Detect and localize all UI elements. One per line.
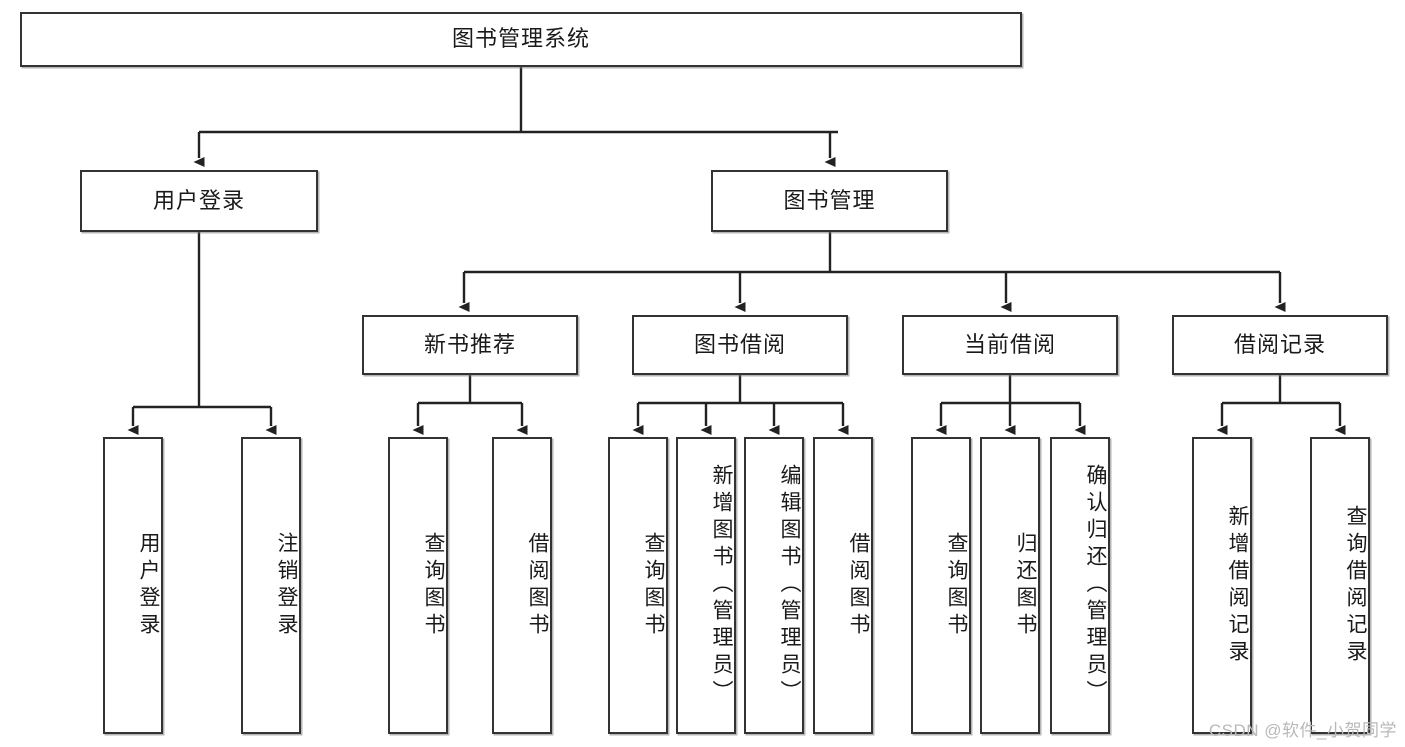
node-new-book-recommend[interactable]: 新书推荐 bbox=[362, 315, 578, 375]
node-label: 借阅记录 bbox=[1233, 331, 1326, 357]
leaf-query-book-borrow[interactable]: 查询图书 bbox=[608, 437, 668, 734]
node-current-borrow[interactable]: 当前借阅 bbox=[902, 315, 1118, 375]
node-label: 归还图书 bbox=[1014, 531, 1037, 640]
node-label: 用户登录 bbox=[152, 187, 245, 213]
node-label: 确认归还（管理员） bbox=[1084, 464, 1107, 707]
node-label: 查询图书 bbox=[642, 531, 665, 640]
node-label: 查询借阅记录 bbox=[1344, 504, 1367, 667]
node-borrow-record[interactable]: 借阅记录 bbox=[1172, 315, 1388, 375]
leaf-add-borrow-record[interactable]: 新增借阅记录 bbox=[1192, 437, 1252, 734]
node-label: 查询图书 bbox=[945, 531, 968, 640]
node-label: 图书管理 bbox=[783, 187, 876, 213]
leaf-user-login[interactable]: 用户登录 bbox=[103, 437, 163, 734]
node-label: 借阅图书 bbox=[526, 531, 549, 640]
node-user-login[interactable]: 用户登录 bbox=[80, 170, 318, 232]
node-label: 用户登录 bbox=[137, 531, 160, 640]
leaf-query-book-recommend[interactable]: 查询图书 bbox=[388, 437, 448, 734]
node-label: 图书借阅 bbox=[693, 331, 786, 357]
leaf-edit-book-admin[interactable]: 编辑图书（管理员） bbox=[744, 437, 804, 734]
node-label: 查询图书 bbox=[422, 531, 445, 640]
node-label: 新增图书（管理员） bbox=[710, 464, 733, 707]
node-label: 新书推荐 bbox=[423, 331, 516, 357]
node-book-management[interactable]: 图书管理 bbox=[711, 170, 948, 232]
leaf-confirm-return-admin[interactable]: 确认归还（管理员） bbox=[1050, 437, 1110, 734]
node-root-library-system[interactable]: 图书管理系统 bbox=[20, 12, 1022, 67]
node-book-borrow[interactable]: 图书借阅 bbox=[632, 315, 848, 375]
node-label: 编辑图书（管理员） bbox=[778, 464, 801, 707]
leaf-return-book[interactable]: 归还图书 bbox=[980, 437, 1040, 734]
csdn-watermark: CSDN @软件_小贺同学 bbox=[1208, 721, 1397, 740]
leaf-borrow-book[interactable]: 借阅图书 bbox=[813, 437, 873, 734]
leaf-query-borrow-record[interactable]: 查询借阅记录 bbox=[1310, 437, 1370, 734]
node-label: 图书管理系统 bbox=[451, 26, 590, 52]
leaf-logout[interactable]: 注销登录 bbox=[241, 437, 301, 734]
node-label: 当前借阅 bbox=[963, 331, 1056, 357]
node-label: 新增借阅记录 bbox=[1226, 504, 1249, 667]
leaf-add-book-admin[interactable]: 新增图书（管理员） bbox=[676, 437, 736, 734]
leaf-query-book-current[interactable]: 查询图书 bbox=[911, 437, 971, 734]
node-label: 注销登录 bbox=[275, 531, 298, 640]
node-label: 借阅图书 bbox=[847, 531, 870, 640]
leaf-borrow-book-recommend[interactable]: 借阅图书 bbox=[492, 437, 552, 734]
